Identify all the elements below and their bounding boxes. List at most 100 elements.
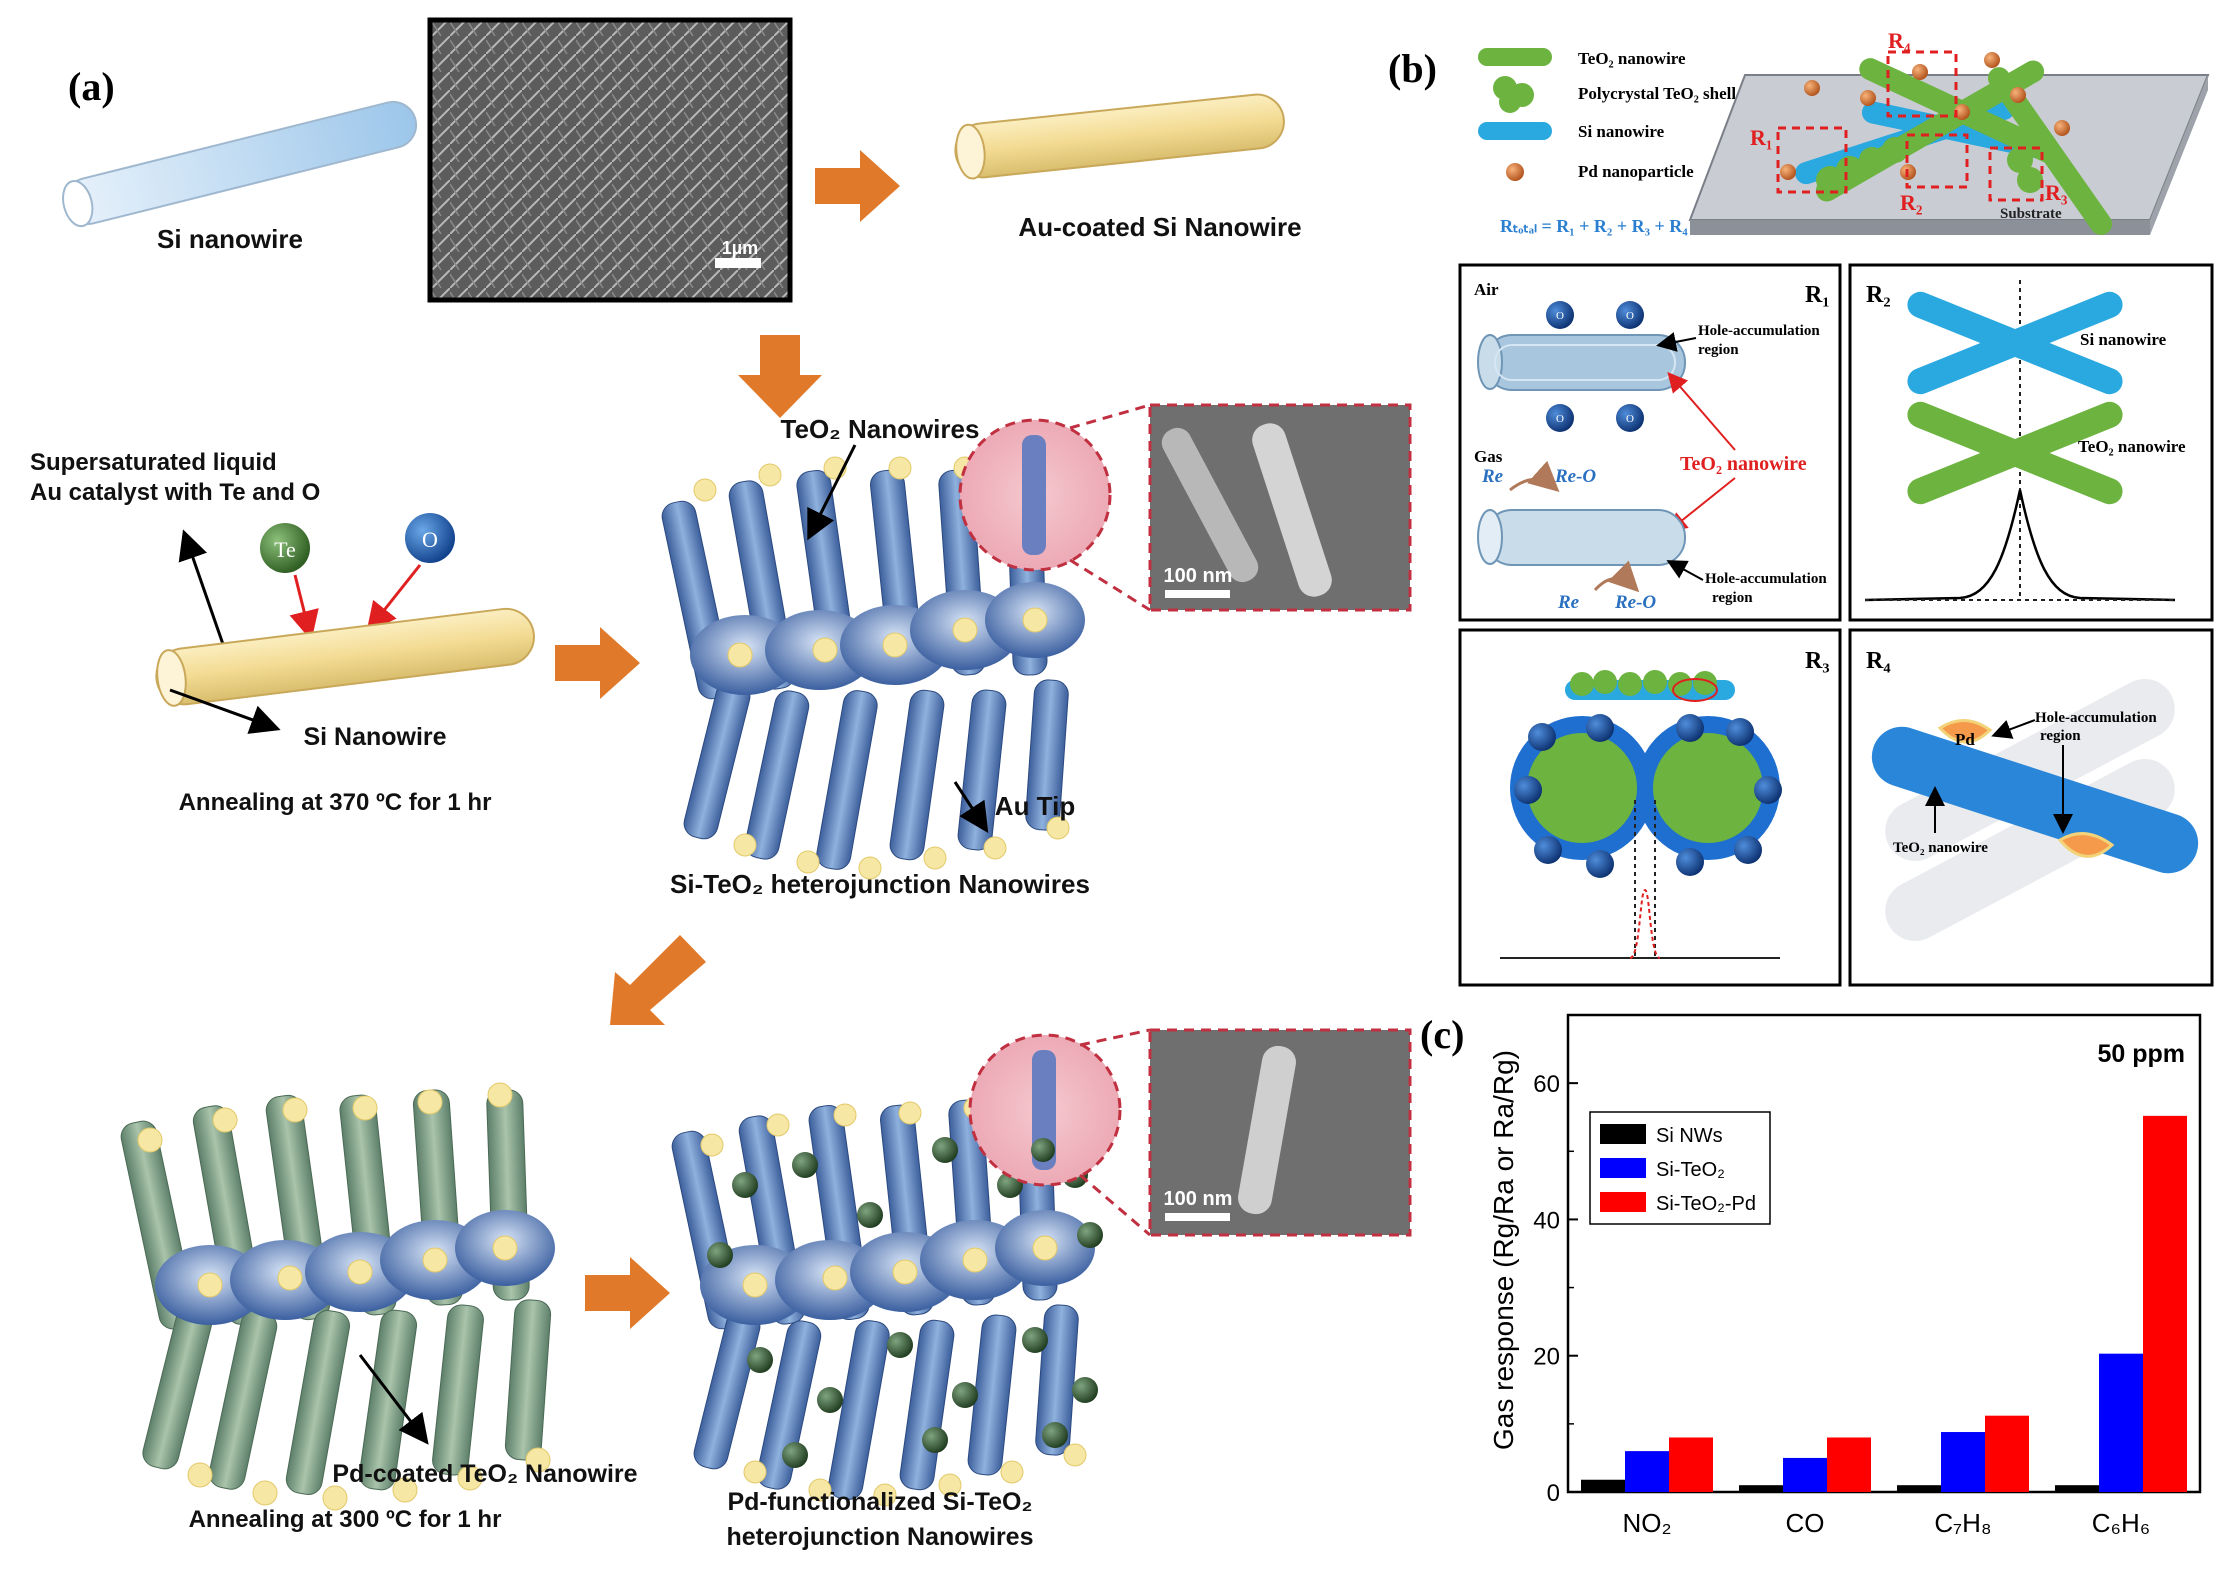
svg-text:Si nanowire: Si nanowire — [1578, 122, 1665, 141]
te-atom: Te — [260, 523, 310, 573]
chart-plot-area — [1566, 1013, 2202, 1494]
svg-text:Re-O: Re-O — [1554, 466, 1596, 487]
zoom-circle-1 — [958, 403, 1151, 612]
chart-x-tick-label-2: C₇H₈ — [1934, 1508, 1991, 1538]
process-arrow-right-3 — [585, 1257, 670, 1329]
chart-annotation: 50 ppm — [2097, 1040, 2185, 1068]
chart-legend-swatch-0 — [1600, 1124, 1646, 1144]
r4-box: R₄ Pd Hole-accumulation region TeO₂ nano… — [1848, 628, 2214, 987]
svg-text:TeO₂ nanowire: TeO₂ nanowire — [1578, 49, 1686, 68]
process-arrow-diagonal — [610, 935, 706, 1025]
chart-legend-swatch-1 — [1600, 1158, 1646, 1178]
svg-text:O: O — [1626, 413, 1634, 425]
chart-y-tick-label-2: 40 — [1533, 1207, 1560, 1234]
chart-bar-0-0 — [1581, 1479, 1625, 1492]
chart-x-tick-label-1: CO — [1786, 1508, 1825, 1538]
r1-box: R₁ Air O O O O Hole-accumulation region … — [1458, 263, 1842, 622]
sem-scale-100nm-2: 100 nm — [1164, 1188, 1233, 1210]
gas-response-chart: Gas response (Rg/Ra or Ra/Rg) 50 ppm 020… — [1488, 1013, 2202, 1538]
panel-c-label: (c) — [1420, 1012, 1464, 1057]
svg-text:R₂: R₂ — [1900, 190, 1923, 215]
pointer-supersaturated — [178, 529, 227, 651]
svg-text:R₃: R₃ — [2045, 180, 2068, 205]
chart-legend-label-1: Si-TeO₂ — [1656, 1159, 1725, 1181]
svg-text:Re-O: Re-O — [1614, 592, 1656, 613]
svg-text:R₄: R₄ — [1888, 28, 1911, 53]
svg-text:R₄: R₄ — [1866, 648, 1891, 674]
chart-x-tick-label-3: C₆H₆ — [2092, 1508, 2151, 1538]
au-coated-label: Au-coated Si Nanowire — [1018, 212, 1301, 242]
svg-text:Hole-accumulation: Hole-accumulation — [1705, 571, 1827, 587]
svg-text:Te: Te — [274, 537, 296, 562]
svg-text:Pd nanoparticle: Pd nanoparticle — [1578, 162, 1694, 181]
pd-functionalized-array — [671, 1090, 1103, 1507]
chart-legend-label-2: Si-TeO₂-Pd — [1656, 1193, 1756, 1215]
pointer-au-tip — [953, 781, 989, 834]
si-nanowire-label: Si nanowire — [157, 224, 303, 254]
chart-bar-1-3 — [2099, 1353, 2143, 1492]
chart-legend-swatch-2 — [1600, 1192, 1646, 1212]
svg-text:region: region — [2040, 728, 2081, 744]
sem-image-pd: 100 nm — [1148, 1028, 1412, 1237]
chart-bar-2-2 — [1985, 1415, 2029, 1492]
svg-text:Substrate: Substrate — [2000, 206, 2062, 222]
pd-coated-nanowire-array — [120, 1082, 555, 1511]
panel-a-label: (a) — [68, 64, 115, 109]
svg-text:Si nanowire: Si nanowire — [2080, 330, 2167, 349]
svg-text:R₃: R₃ — [1805, 648, 1830, 674]
svg-text:R₁: R₁ — [1750, 125, 1772, 150]
r2-box: R₂ Si nanowire TeO₂ nanowire — [1848, 263, 2214, 622]
chart-bar-2-3 — [2143, 1115, 2187, 1492]
svg-text:Air: Air — [1474, 280, 1499, 299]
chart-legend-label-0: Si NWs — [1656, 1125, 1723, 1147]
sem-image-nanowires: 1µm — [427, 17, 793, 303]
svg-text:Hole-accumulation: Hole-accumulation — [1698, 323, 1820, 339]
chart-y-tick-label-1: 20 — [1533, 1344, 1560, 1371]
supersaturated-label-line2: Au catalyst with Te and O — [30, 479, 320, 506]
rtotal-equation: Rₜₒₜₐₗ = R₁ + R₂ + R₃ + R₄ — [1500, 216, 1688, 236]
pointer-pd-coated — [358, 1354, 429, 1445]
svg-text:O: O — [422, 527, 438, 552]
chart-bar-0-3 — [2055, 1485, 2099, 1492]
supersaturated-label-line1: Supersaturated liquid — [30, 449, 277, 476]
au-tip-label: Au Tip — [995, 791, 1075, 821]
r3-box: R₃ — [1458, 628, 1842, 987]
chart-bar-1-1 — [1783, 1457, 1827, 1492]
o-atom: O — [405, 513, 455, 563]
chart-bar-2-0 — [1669, 1437, 1713, 1492]
te-arrow — [289, 574, 319, 641]
svg-text:Re: Re — [1557, 592, 1580, 613]
chart-bar-0-1 — [1739, 1485, 1783, 1492]
o-arrow — [366, 564, 422, 633]
svg-text:Gas: Gas — [1474, 447, 1503, 466]
chart-bar-2-1 — [1827, 1437, 1871, 1492]
annealing-nanowire-illustration — [155, 607, 535, 707]
svg-text:region: region — [1698, 342, 1739, 358]
panel-b-legend: TeO₂ nanowire Polycrystal TeO₂ shell Si … — [1478, 48, 1736, 236]
pd-coated-label: Pd-coated TeO₂ Nanowire — [332, 1460, 637, 1488]
process-arrow-down — [738, 335, 822, 418]
process-arrow-right-1 — [815, 150, 900, 222]
svg-text:R₂: R₂ — [1866, 282, 1891, 308]
svg-text:Hole-accumulation: Hole-accumulation — [2035, 710, 2157, 726]
svg-text:O: O — [1626, 310, 1634, 322]
chart-bar-0-2 — [1897, 1485, 1941, 1492]
pointer-teo2-nanowires — [807, 444, 857, 541]
teo2-nanowires-label: TeO₂ Nanowires — [781, 414, 980, 444]
chart-bar-1-0 — [1625, 1451, 1669, 1492]
chart-y-tick-label-0: 0 — [1547, 1480, 1560, 1507]
heterojunction-label: Si-TeO₂ heterojunction Nanowires — [670, 869, 1090, 899]
substrate-schematic: R₁ R₄ R₂ R₃ Substrate — [1688, 28, 2210, 235]
annealing-370-label: Annealing at 370 ºC for 1 hr — [179, 789, 492, 816]
si-nanowire-illustration — [62, 100, 418, 228]
zoom-circle-2 — [968, 1028, 1151, 1237]
au-coated-nanowire-illustration — [954, 93, 1285, 180]
svg-text:TeO₂ nanowire: TeO₂ nanowire — [2078, 437, 2186, 456]
pd-functionalized-label-line1: Pd-functionalized Si-TeO₂ — [727, 1488, 1032, 1516]
pointer-si-nanowire — [169, 688, 281, 734]
annealing-300-label: Annealing at 300 ºC for 1 hr — [189, 1506, 502, 1533]
svg-text:O: O — [1556, 413, 1564, 425]
pd-functionalized-label-line2: heterojunction Nanowires — [727, 1523, 1034, 1551]
chart-bar-1-2 — [1941, 1432, 1985, 1492]
